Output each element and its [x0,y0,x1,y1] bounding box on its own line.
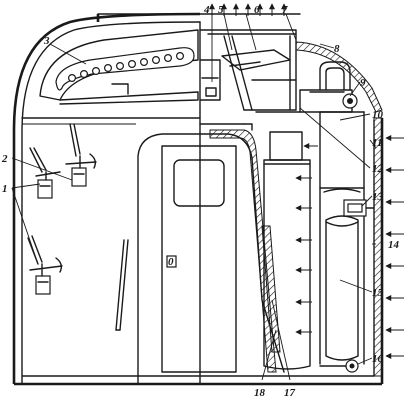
leader-lines [11,13,377,381]
label-11: 11 [372,137,382,149]
label-10: 10 [372,109,384,121]
label-2: 2 [1,153,8,165]
roof-air-duct [39,29,199,105]
label-6: 6 [254,4,260,16]
label-15: 15 [372,287,384,299]
door-plate [166,255,177,268]
label-8: 8 [334,43,340,55]
door-plate-text: 0 [168,256,174,268]
label-1: 1 [2,183,8,195]
roof-fan-unit [199,21,297,113]
label-5: 5 [218,4,224,16]
label-16: 16 [372,353,384,365]
label-4: 4 [203,4,210,16]
label-14: 14 [388,239,400,251]
label-7: 7 [282,4,288,16]
cabin-airflow-arrows [295,143,318,335]
ceiling [21,111,201,119]
air-heater-stack [319,111,375,373]
label-12: 12 [372,163,384,175]
label-18: 18 [254,387,266,399]
label-9: 9 [360,77,366,89]
label-13: 13 [372,191,384,203]
label-3: 3 [43,35,50,47]
callout-labels: 1 2 3 4 5 6 7 8 9 10 11 12 13 14 15 16 1… [1,4,400,399]
side-wall-insulation [373,117,383,377]
roof-insulation [295,41,383,113]
air-channel-wall [199,123,281,373]
label-17: 17 [284,387,296,399]
wall-hangers [27,123,97,295]
duct-holes [67,51,185,82]
intake-arrows-right-wall [385,135,404,359]
gas-cylinder [255,111,311,370]
